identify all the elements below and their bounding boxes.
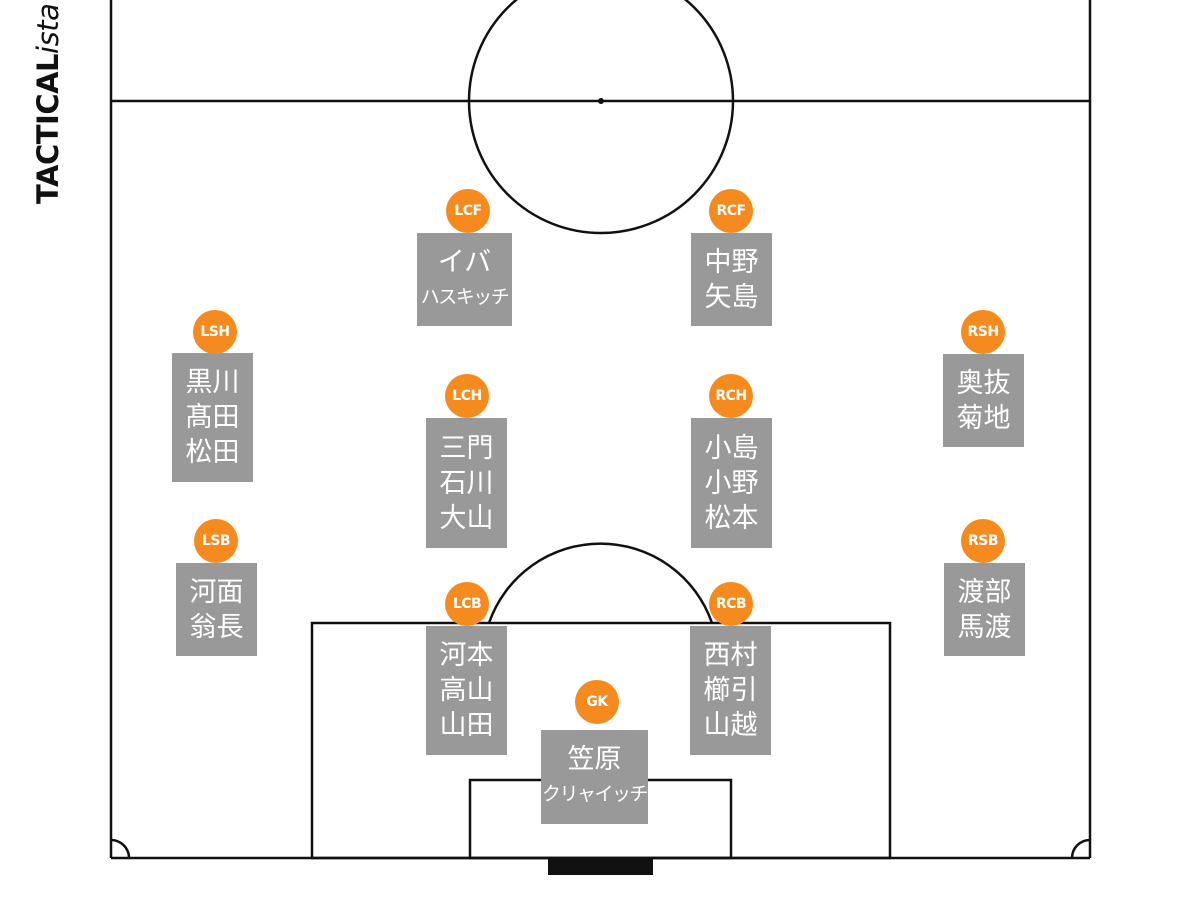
player-name: 高山: [439, 675, 494, 706]
player-card-lcb: 河本 高山 山田: [426, 626, 507, 755]
player-card-lch: 三門 石川 大山: [426, 418, 507, 548]
center-circle: [467, 0, 735, 235]
player-name: 松本: [704, 502, 759, 534]
player-name: 渡部: [957, 576, 1012, 608]
badge-rcf: RCF: [709, 189, 753, 233]
player-name: 奥抜: [956, 367, 1011, 399]
badge-lcb: LCB: [445, 582, 489, 626]
player-card-rch: 小島 小野 松本: [691, 418, 772, 548]
corner-arc-right: [1070, 838, 1091, 859]
player-name: 笠原: [567, 744, 622, 775]
player-name: 小野: [704, 467, 759, 499]
player-card-rsb: 渡部 馬渡: [944, 563, 1025, 656]
player-name: 石川: [439, 467, 494, 499]
badge-rch: RCH: [709, 374, 753, 418]
badge-lsh: LSH: [193, 310, 237, 354]
player-card-lcf: イバ ハスキッチ: [417, 233, 512, 326]
player-name: 櫛引: [703, 675, 758, 706]
player-name: クリャイッチ: [541, 783, 649, 805]
player-name: 黒川: [185, 367, 240, 398]
penalty-arc: [487, 542, 714, 624]
badge-lsb: LSB: [194, 519, 238, 563]
player-name: 馬渡: [957, 611, 1012, 643]
player-card-rcf: 中野 矢島: [691, 233, 772, 326]
player-name: ハスキッチ: [420, 285, 510, 308]
player-name: 矢島: [704, 281, 759, 313]
goal: [548, 858, 653, 875]
player-name: 三門: [439, 432, 494, 464]
badge-lch: LCH: [445, 374, 489, 418]
player-name: 中野: [704, 246, 759, 278]
player-card-lsh: 黒川 髙田 松田: [172, 353, 253, 482]
player-card-rsh: 奥抜 菊地: [943, 354, 1024, 447]
badge-gk: GK: [575, 680, 619, 724]
player-name: 翁長: [189, 611, 244, 643]
player-name: 小島: [704, 432, 759, 464]
badge-rcb: RCB: [709, 582, 753, 626]
center-spot: [598, 98, 604, 104]
badge-rsh: RSH: [961, 310, 1005, 354]
player-card-lsb: 河面 翁長: [176, 563, 257, 656]
player-name: 西村: [703, 640, 758, 671]
player-name: イバ: [437, 246, 492, 278]
player-card-gk: 笠原 クリャイッチ: [541, 730, 649, 824]
player-name: 髙田: [185, 402, 240, 433]
player-name: 河面: [189, 576, 244, 608]
player-card-rcb: 西村 櫛引 山越: [690, 626, 771, 755]
player-name: 大山: [439, 502, 494, 534]
player-name: 菊地: [956, 402, 1011, 434]
player-name: 山越: [703, 710, 758, 741]
corner-arc-left: [110, 838, 131, 859]
badge-lcf: LCF: [446, 189, 490, 233]
player-name: 松田: [185, 437, 240, 468]
badge-rsb: RSB: [961, 519, 1005, 563]
player-name: 山田: [439, 710, 494, 741]
player-name: 河本: [439, 640, 494, 671]
